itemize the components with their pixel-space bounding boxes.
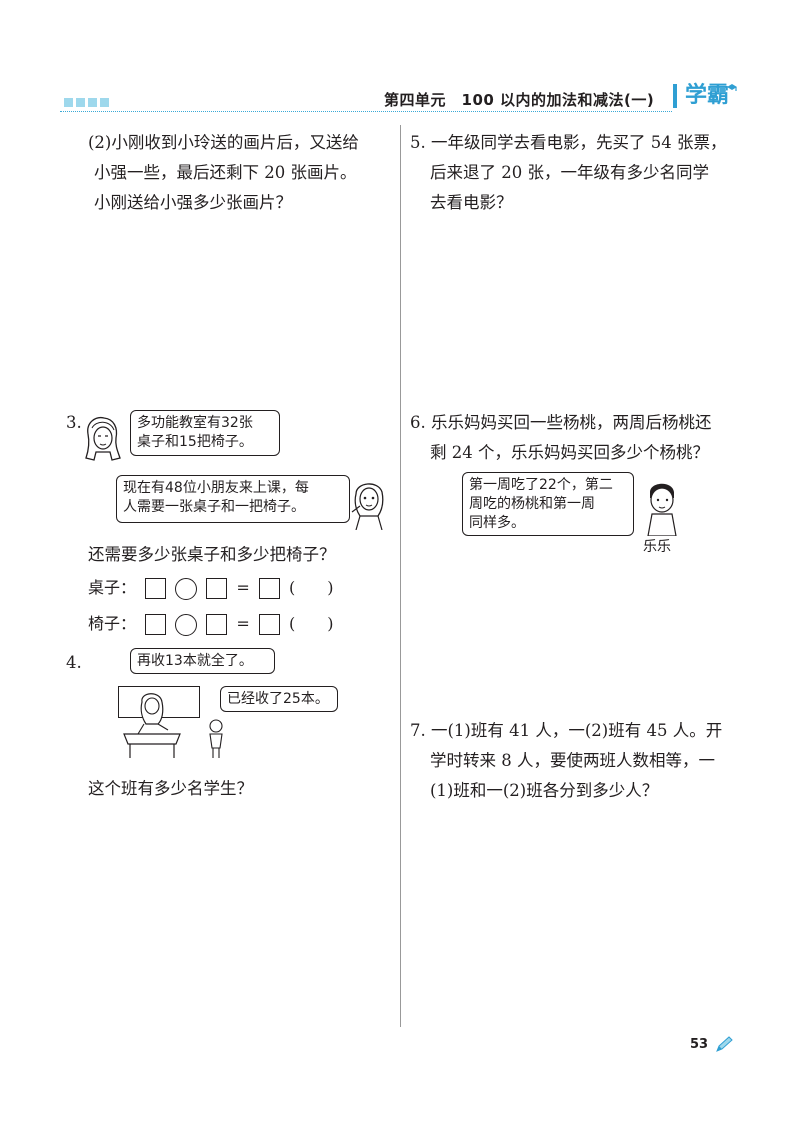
answer-box[interactable] — [206, 614, 228, 635]
q7-line1: 7. 一(1)班有 41 人，一(2)班有 45 人。开 — [410, 721, 723, 740]
q3-question: 还需要多少张桌子和多少把椅子？ — [88, 545, 336, 564]
q6-bubble-line1: 第一周吃了22个，第二 — [469, 477, 613, 493]
q2-line2: 小强一些，最后还剩下 20 张画片。 — [94, 163, 357, 182]
lele-name-label: 乐乐 — [643, 539, 671, 555]
q5-line1: 5. 一年级同学去看电影，先买了 54 张票， — [410, 133, 727, 152]
q3-bubble2-line2: 人需要一张桌子和一把椅子。 — [123, 499, 305, 515]
header-dotted-rule — [60, 111, 672, 112]
column-divider — [400, 125, 401, 1027]
q3-bubble1-line2: 桌子和15把椅子。 — [137, 434, 253, 450]
equals-sign: = — [236, 614, 250, 633]
operator-circle[interactable] — [175, 613, 198, 636]
q6-line2: 剩 24 个，乐乐妈妈买回多少个杨桃？ — [430, 443, 709, 462]
boy-lele-illustration — [647, 483, 677, 536]
q4-speech-bubble-2: 已经收了25本。 — [220, 686, 338, 712]
answer-box[interactable] — [145, 614, 167, 635]
q6-speech-bubble: 第一周吃了22个，第二 周吃的杨桃和第一周 同样多。 — [462, 472, 634, 536]
girl-teacher-illustration — [85, 416, 121, 461]
answer-box[interactable] — [258, 578, 280, 599]
q7-line2: 学时转来 8 人，要使两班人数相等，一 — [430, 751, 715, 770]
q6-bubble-line2: 周吃的杨桃和第一周 — [469, 496, 595, 512]
question-5: 5. 一年级同学去看电影，先买了 54 张票， 后来退了 20 张，一年级有多少… — [410, 128, 740, 218]
q2-line3: 小刚送给小强多少张画片？ — [94, 193, 292, 212]
unit-paren[interactable]: ( ) — [288, 614, 334, 633]
answer-box[interactable] — [145, 578, 167, 599]
q2-line1: (2)小刚收到小玲送的画片后，又送给 — [88, 133, 359, 152]
q6-line1: 6. 乐乐妈妈买回一些杨桃，两周后杨桃还 — [410, 413, 712, 432]
graduation-cap-icon — [727, 84, 737, 91]
q4-speech-bubble-1: 再收13本就全了。 — [130, 648, 275, 674]
page-number: 53 — [690, 1037, 709, 1052]
brand-logo: 学霸 — [673, 84, 729, 108]
unit-paren[interactable]: ( ) — [288, 578, 334, 597]
q4-bubble2-text: 已经收了25本。 — [227, 691, 329, 707]
answer-box[interactable] — [206, 578, 228, 599]
q4-question: 这个班有多少名学生？ — [88, 779, 253, 798]
q3-bubble1-line1: 多功能教室有32张 — [137, 415, 253, 431]
q5-line2: 后来退了 20 张，一年级有多少名同学 — [430, 163, 709, 182]
q7-line3: (1)班和一(2)班各分到多少人？ — [430, 781, 659, 800]
operator-circle[interactable] — [175, 577, 198, 600]
q3-bubble2-line1: 现在有48位小朋友来上课，每 — [123, 480, 309, 496]
q3-number: 3. — [66, 413, 82, 432]
q5-line3: 去看电影？ — [430, 193, 513, 212]
answer-box[interactable] — [258, 614, 280, 635]
q4-bubble1-text: 再收13本就全了。 — [137, 653, 253, 669]
q3-speech-bubble-1: 多功能教室有32张 桌子和15把椅子。 — [130, 410, 280, 456]
table-equation-row: 桌子： = ( ) — [88, 576, 337, 600]
q4-number: 4. — [66, 653, 82, 672]
question-2-2: (2)小刚收到小玲送的画片后，又送给 小强一些，最后还剩下 20 张画片。 小刚… — [88, 128, 398, 218]
table-label: 桌子： — [88, 578, 137, 597]
chair-label: 椅子： — [88, 614, 137, 633]
question-7: 7. 一(1)班有 41 人，一(2)班有 45 人。开 学时转来 8 人，要使… — [410, 716, 740, 806]
q6-bubble-line3: 同样多。 — [469, 515, 525, 531]
teacher-and-student-illustration — [123, 693, 223, 758]
q3-speech-bubble-2: 现在有48位小朋友来上课，每 人需要一张桌子和一把椅子。 — [116, 475, 350, 523]
equals-sign: = — [236, 578, 250, 597]
header-decor-squares — [64, 98, 109, 107]
pencil-icon — [716, 1036, 733, 1052]
unit-title: 第四单元 100 以内的加法和减法(一) — [384, 91, 655, 109]
question-6: 6. 乐乐妈妈买回一些杨桃，两周后杨桃还 剩 24 个，乐乐妈妈买回多少个杨桃？ — [410, 408, 740, 468]
chair-equation-row: 椅子： = ( ) — [88, 612, 337, 636]
girl-student-illustration — [351, 483, 384, 530]
